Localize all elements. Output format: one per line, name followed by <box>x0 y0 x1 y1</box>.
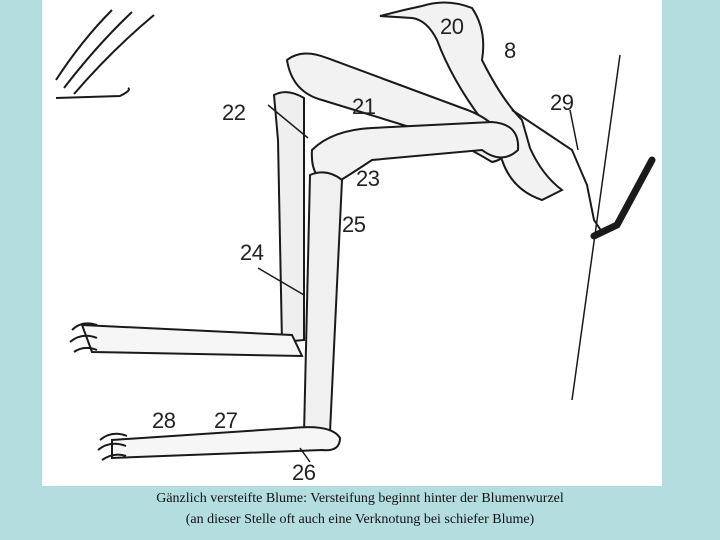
tibia <box>272 91 305 344</box>
rib-3 <box>73 14 155 95</box>
leader-22 <box>267 104 309 139</box>
label-27: 27 <box>214 408 238 433</box>
label-25: 25 <box>342 212 366 237</box>
leader-24 <box>257 267 305 296</box>
rib-2 <box>63 11 133 89</box>
label-24: 24 <box>240 240 264 265</box>
upper-paw <box>80 323 304 358</box>
skeleton-drawing <box>55 1 656 463</box>
caption-line-2: (an dieser Stelle oft auch eine Verknotu… <box>185 512 535 527</box>
label-29: 29 <box>550 90 574 115</box>
label-20: 20 <box>440 14 464 39</box>
femur-lower <box>310 120 520 187</box>
leader-29 <box>569 109 579 151</box>
fibula <box>302 171 344 436</box>
label-21: 21 <box>352 94 376 119</box>
label-26: 26 <box>292 460 316 485</box>
label-8: 8 <box>504 38 516 63</box>
label-22: 22 <box>222 100 246 125</box>
rib-1 <box>55 9 113 81</box>
caption-line-1: Gänzlich versteifte Blume: Versteifung b… <box>156 491 564 506</box>
upper-claws <box>69 322 98 353</box>
label-23: 23 <box>356 166 380 191</box>
leader-26 <box>299 447 311 463</box>
lower-paw <box>111 426 342 460</box>
lower-claws <box>97 432 128 461</box>
caption: Gänzlich versteifte Blume: Versteifung b… <box>0 488 720 530</box>
pointer-line <box>571 54 621 401</box>
skeleton-diagram: 20 8 29 22 21 23 25 24 28 27 26 <box>42 0 662 486</box>
tail <box>511 109 603 233</box>
rib-tip <box>55 87 130 99</box>
label-28: 28 <box>152 408 176 433</box>
tail-marker <box>590 156 656 240</box>
